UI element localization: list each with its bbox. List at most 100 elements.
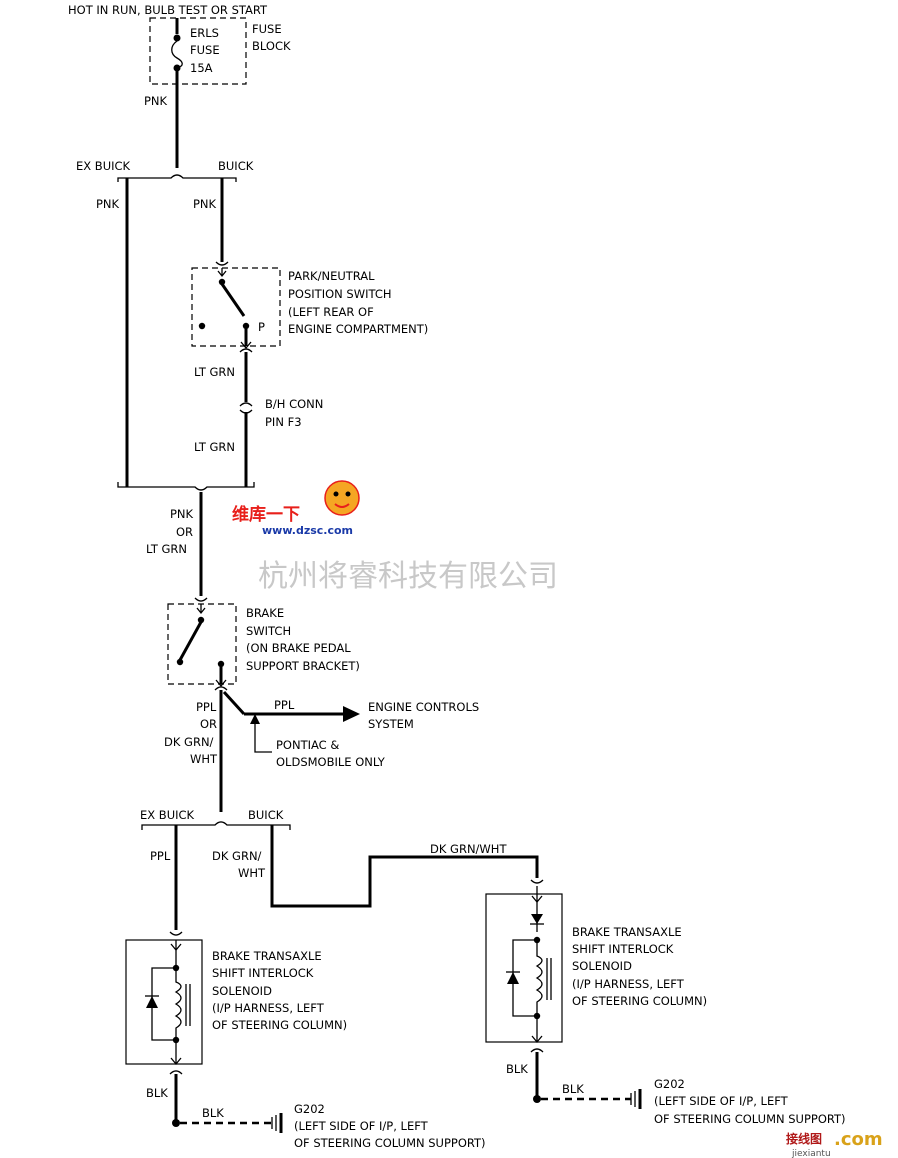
label-sol-right-5: OF STEERING COLUMN)	[572, 994, 707, 1008]
logo-url-text: www.dzsc.com	[262, 524, 353, 537]
logo-mascot-smile	[334, 503, 350, 508]
brake-contact-bottom	[217, 660, 225, 668]
label-brake-sw-1: BRAKE	[246, 606, 284, 620]
label-bh-conn-2: PIN F3	[265, 415, 302, 429]
pn-conn-top	[215, 261, 229, 266]
fuse-terminal-top	[173, 34, 181, 42]
label-blk-right-v: BLK	[506, 1062, 528, 1076]
label-hot-in-run: HOT IN RUN, BULB TEST OR START	[68, 3, 268, 17]
brake-arrow-top	[196, 607, 206, 615]
label-sol-right-1: BRAKE TRANSAXLE	[572, 925, 682, 939]
label-bh-conn-1: B/H CONN	[265, 397, 323, 411]
label-buick-top: BUICK	[218, 159, 254, 173]
label-ppl-engine: PPL	[274, 698, 295, 712]
sol-right-series-diode	[531, 914, 543, 924]
label-g202-right-2: (LEFT SIDE OF I/P, LEFT	[654, 1094, 789, 1108]
pn-contact-p	[242, 322, 250, 330]
corner-watermark: 接线图 .com jiexiantu	[786, 1129, 883, 1158]
sol-right-arrow-bottom	[531, 1035, 543, 1044]
label-ex-buick-top: EX BUICK	[76, 159, 131, 173]
blk-left-node	[172, 1119, 180, 1127]
label-pnk-left: PNK	[96, 197, 120, 211]
label-pn-switch-2: POSITION SWITCH	[288, 287, 392, 301]
label-engine-1: ENGINE CONTROLS	[368, 700, 479, 714]
label-blk-left-h: BLK	[202, 1106, 224, 1120]
sol-right-box	[485, 893, 563, 1043]
label-sol-left-2: SHIFT INTERLOCK	[212, 966, 314, 980]
pn-switch-box	[191, 267, 281, 347]
sol-left-coil	[174, 970, 182, 1040]
label-pnk-or-1: PNK	[170, 507, 194, 521]
logo-cn-text: 维库一下	[232, 504, 300, 525]
label-pontiac-2: OLDSMOBILE ONLY	[276, 755, 386, 769]
label-ppl-or-2: OR	[200, 717, 217, 731]
pontiac-pointer-arrow	[250, 714, 260, 724]
label-engine-2: SYSTEM	[368, 717, 414, 731]
label-pnk-right: PNK	[193, 197, 217, 211]
pn-arrow-top	[217, 270, 227, 278]
label-pn-switch-1: PARK/NEUTRAL	[288, 269, 375, 283]
label-lt-grn-2: LT GRN	[194, 440, 235, 454]
label-dkgrn-top: DK GRN/WHT	[430, 842, 507, 856]
sol-right-conn-top	[530, 879, 544, 884]
label-pontiac-1: PONTIAC &	[276, 738, 339, 752]
sol-left-conn-bottom	[169, 1070, 183, 1075]
label-pn-switch-3: (LEFT REAR OF	[288, 305, 374, 319]
splice-middle	[117, 482, 255, 491]
sol-right-arrow-top	[531, 895, 543, 904]
label-pnk-top: PNK	[144, 94, 168, 108]
label-pnk-or-3: LT GRN	[146, 542, 187, 556]
brake-conn-top	[194, 597, 208, 602]
label-fuse-name-1: ERLS	[190, 26, 219, 40]
sol-left-arrow-bottom	[170, 1057, 182, 1066]
wire-branch-diagonal	[222, 690, 246, 716]
corner-com-text: .com	[834, 1129, 883, 1150]
label-dkgrn-mid-2: WHT	[238, 866, 266, 880]
label-g202-right-1: G202	[654, 1077, 685, 1091]
sol-left-arrow-top	[170, 943, 182, 952]
label-sol-right-2: SHIFT INTERLOCK	[572, 942, 674, 956]
label-lt-grn-1: LT GRN	[194, 365, 235, 379]
label-g202-left-1: G202	[294, 1102, 325, 1116]
label-pnk-or-2: OR	[176, 525, 193, 539]
splice-bottom	[141, 821, 291, 830]
label-ppl-or-4: WHT	[190, 752, 218, 766]
label-sol-left-1: BRAKE TRANSAXLE	[212, 949, 322, 963]
dzsc-logo: 维库一下 www.dzsc.com	[232, 480, 360, 537]
label-sol-left-3: SOLENOID	[212, 984, 272, 998]
bh-conn-top	[239, 402, 253, 407]
label-ppl-or-1: PPL	[196, 700, 217, 714]
logo-mascot-eye-right	[345, 491, 351, 497]
pn-conn-bottom	[239, 348, 253, 353]
brake-conn-bottom	[214, 686, 228, 691]
pn-arrow-bottom	[240, 341, 252, 350]
label-pn-p: P	[258, 320, 265, 334]
wire-dkgrn-wht-route	[270, 825, 539, 908]
pn-contact-n	[198, 322, 206, 330]
brake-arrow-bottom	[215, 679, 227, 688]
sol-right-diode-branch	[512, 939, 537, 1017]
logo-mascot-eye-left	[333, 491, 339, 497]
sol-right-conn-bottom	[530, 1048, 544, 1053]
label-sol-right-3: SOLENOID	[572, 959, 632, 973]
pn-switch-blade	[220, 283, 246, 317]
label-buick-bot: BUICK	[248, 808, 284, 822]
label-ex-buick-bot: EX BUICK	[140, 808, 195, 822]
engine-arrow	[343, 706, 360, 722]
label-brake-sw-3: (ON BRAKE PEDAL	[246, 641, 351, 655]
splice-top	[117, 174, 237, 182]
brake-switch-box	[167, 603, 237, 685]
label-blk-left-v: BLK	[146, 1086, 168, 1100]
label-blk-right-h: BLK	[562, 1082, 584, 1096]
label-ppl-or-3: DK GRN/	[164, 735, 214, 749]
label-sol-left-5: OF STEERING COLUMN)	[212, 1018, 347, 1032]
sol-right-diode	[507, 972, 519, 984]
label-g202-right-3: OF STEERING COLUMN SUPPORT)	[654, 1112, 846, 1126]
pn-contact-top	[218, 278, 226, 286]
label-fuse-block-2: BLOCK	[252, 39, 291, 53]
fuse-element	[171, 40, 183, 69]
blk-right-node	[533, 1095, 541, 1103]
fuse-block-box	[149, 17, 247, 85]
label-sol-left-4: (I/P HARNESS, LEFT	[212, 1001, 325, 1015]
sol-right-coil	[535, 942, 543, 1016]
